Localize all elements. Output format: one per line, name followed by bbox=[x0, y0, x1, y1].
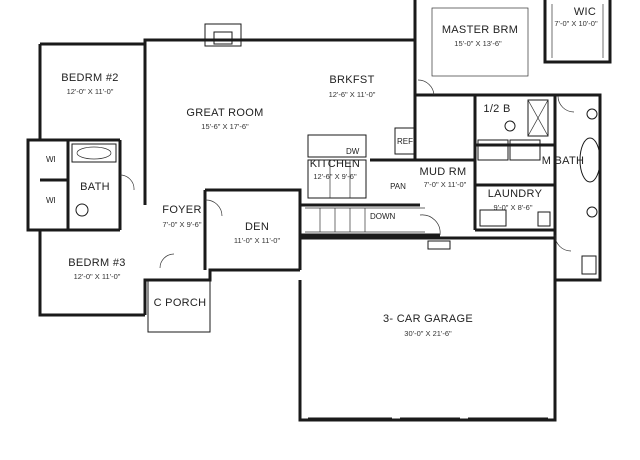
room-dim-brkfst: 12'-6" X 11'-0" bbox=[329, 90, 376, 99]
room-dim-bedrm3: 12'-0" X 11'-0" bbox=[74, 272, 121, 281]
room-name-bath: BATH bbox=[80, 181, 110, 193]
room-dim-den: 11'-0" X 11'-0" bbox=[234, 236, 281, 245]
wi-label-2: WI bbox=[46, 196, 56, 205]
room-dim-great-room: 15'-6" X 17'-6" bbox=[201, 122, 249, 131]
room-name-den: DEN bbox=[245, 221, 269, 233]
room-dim-wic: 7'-0" X 10'-0" bbox=[554, 19, 598, 28]
room-name-kitchen: KITCHEN bbox=[310, 158, 360, 170]
room-dim-foyer: 7'-0" X 9'-6" bbox=[162, 220, 201, 229]
room-dim-mud-rm: 7'-0" X 11'-0" bbox=[424, 180, 467, 189]
room-name-laundry: LAUNDRY bbox=[488, 188, 543, 200]
room-name-bedrm3: BEDRM #3 bbox=[68, 257, 125, 269]
room-dim-garage: 30'-0" X 21'-6" bbox=[404, 329, 452, 338]
room-dim-laundry: 9'-0" X 8'-6" bbox=[493, 203, 532, 212]
fixtures bbox=[71, 4, 604, 419]
fixture-labels: WI WI DOWN DW REF bbox=[46, 137, 413, 221]
room-dim-master: 15'-0" X 13'-6" bbox=[454, 39, 502, 48]
room-name-half-bath: 1/2 B bbox=[483, 103, 510, 115]
room-name-wic: WIC bbox=[574, 6, 596, 18]
dw-label: DW bbox=[346, 147, 360, 156]
room-name-c-porch: C PORCH bbox=[154, 297, 207, 309]
room-name-mud-rm: MUD RM bbox=[419, 166, 466, 178]
room-name-pan: PAN bbox=[390, 182, 406, 191]
room-name-brkfst: BRKFST bbox=[329, 74, 374, 86]
room-dim-kitchen: 12'-6" X 9'-6" bbox=[313, 172, 357, 181]
ref-label: REF bbox=[397, 137, 413, 146]
room-name-garage: 3- CAR GARAGE bbox=[383, 313, 473, 325]
room-name-great-room: GREAT ROOM bbox=[186, 107, 263, 119]
down-label: DOWN bbox=[370, 212, 396, 221]
room-dim-bedrm2: 12'-0" X 11'-0" bbox=[67, 87, 114, 96]
room-labels: MASTER BRM 15'-0" X 13'-6" WIC 7'-0" X 1… bbox=[61, 6, 598, 338]
room-name-bedrm2: BEDRM #2 bbox=[61, 72, 118, 84]
stairs bbox=[305, 207, 425, 233]
room-name-master: MASTER BRM bbox=[442, 24, 518, 36]
wi-label-1: WI bbox=[46, 155, 56, 164]
room-name-foyer: FOYER bbox=[162, 204, 201, 216]
room-name-m-bath: M BATH bbox=[542, 155, 585, 167]
